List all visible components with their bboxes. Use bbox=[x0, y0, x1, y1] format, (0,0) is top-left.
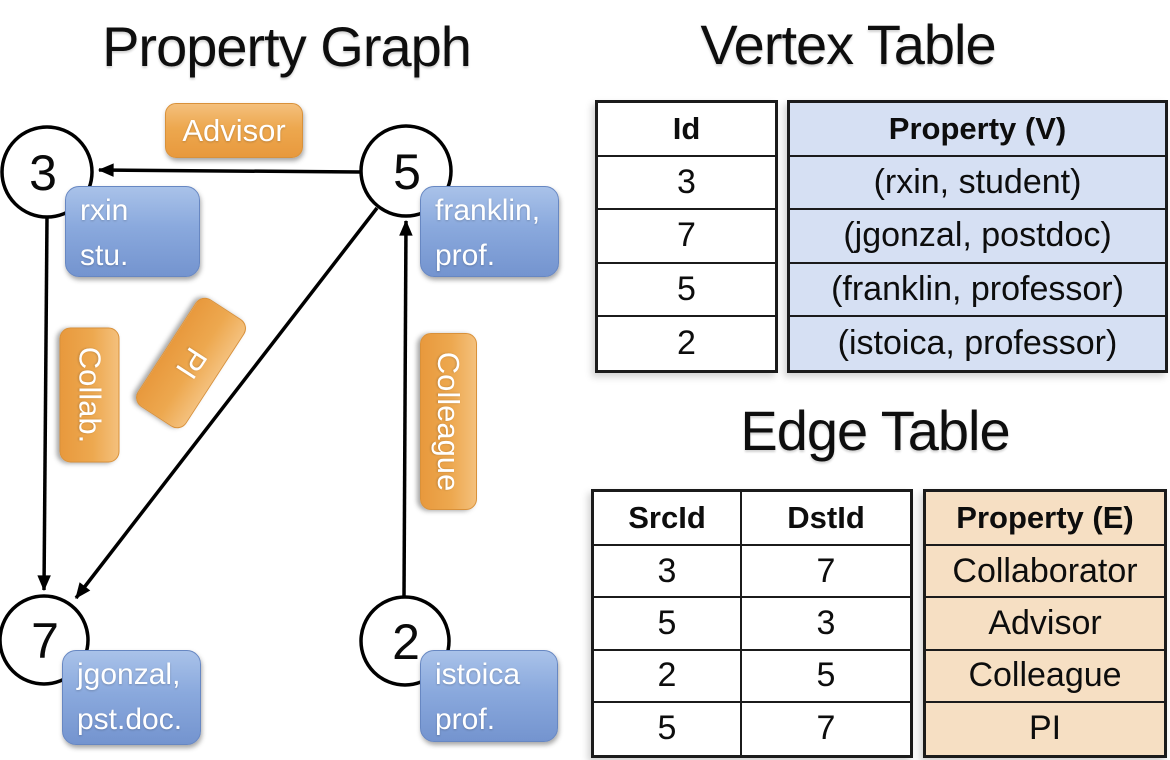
vertex-id-2: 2 bbox=[392, 614, 420, 670]
vertex-property-line: pst.doc. bbox=[77, 703, 183, 736]
vertex-table-cell-id: 7 bbox=[598, 210, 775, 264]
edge-table-cell-property: Colleague bbox=[926, 650, 1164, 703]
edge-table-id-columns: SrcId DstId 3 7 5 3 2 5 5 7 bbox=[591, 489, 913, 758]
edge-table-cell-property: Advisor bbox=[926, 598, 1164, 651]
edge-line-colleague bbox=[399, 219, 413, 598]
edge-table-cell-src: 3 bbox=[594, 546, 742, 599]
edge-table-header-src: SrcId bbox=[594, 492, 742, 546]
property-graph-title: Property Graph bbox=[102, 15, 472, 78]
vertex-table-cell-id: 2 bbox=[677, 323, 696, 362]
vertex-table-cell-property: (rxin, student) bbox=[790, 157, 1165, 211]
edge-table-cell-dst: 5 bbox=[742, 651, 910, 703]
vertex-table-cell-property: (franklin, professor) bbox=[790, 263, 1165, 317]
vertex-property-line: jgonzal, bbox=[77, 658, 181, 691]
edge-line-collaborator bbox=[37, 216, 51, 592]
vertex-property-line: franklin, bbox=[435, 194, 541, 227]
vertex-table-header-id: Id bbox=[598, 103, 775, 157]
vertex-property-line: prof. bbox=[435, 703, 496, 736]
vertex-property-line: rxin bbox=[80, 194, 129, 227]
edge-table-header-dst: DstId bbox=[742, 492, 910, 546]
edge-label-collab: Collab. bbox=[59, 327, 120, 463]
vertex-property-box-2: istoica prof. bbox=[420, 650, 558, 742]
edge-line-advisor bbox=[97, 163, 362, 177]
vertex-property-box-5: franklin, prof. bbox=[420, 186, 559, 277]
vertex-id-3: 3 bbox=[29, 145, 57, 201]
edge-table-cell-dst: 3 bbox=[742, 598, 910, 651]
vertex-table-header-property: Property (V) bbox=[790, 103, 1165, 157]
vertex-property-box-7: jgonzal, pst.doc. bbox=[62, 650, 201, 745]
edge-line-pi bbox=[74, 206, 379, 600]
edge-table-cell-src: 5 bbox=[594, 702, 742, 755]
vertex-property-line: istoica bbox=[435, 658, 521, 691]
vertex-property-line: stu. bbox=[80, 239, 129, 272]
edge-table-title: Edge Table bbox=[740, 399, 1010, 462]
edge-table-cell-property: PI bbox=[926, 702, 1164, 755]
edge-table-header-property: Property (E) bbox=[926, 492, 1164, 546]
edge-table-cell-src: 2 bbox=[594, 650, 742, 703]
edge-table-cell-src: 5 bbox=[594, 598, 742, 651]
edge-table-property-column: Property (E) Collaborator Advisor Collea… bbox=[923, 489, 1167, 758]
vertex-table-cell-property: (istoica, professor) bbox=[790, 316, 1165, 370]
vertex-table-cell-property: (jgonzal, postdoc) bbox=[790, 210, 1165, 264]
vertex-id-7: 7 bbox=[31, 613, 59, 669]
edge-table-cell-dst: 7 bbox=[742, 546, 910, 599]
vertex-table-cell-id: 3 bbox=[598, 157, 775, 211]
vertex-table-id-column: Id 3 7 5 2 bbox=[595, 100, 778, 373]
vertex-table-title: Vertex Table bbox=[700, 13, 996, 76]
vertex-table-cell-id: 5 bbox=[598, 264, 775, 317]
edge-label-colleague: Colleague bbox=[420, 333, 477, 510]
vertex-id-5: 5 bbox=[393, 144, 421, 200]
edge-table-cell-dst: 7 bbox=[816, 709, 836, 748]
vertex-property-box-3: rxin stu. bbox=[65, 186, 200, 277]
vertex-property-line: prof. bbox=[435, 239, 496, 272]
vertex-table-property-column: Property (V) (rxin, student) (jgonzal, p… bbox=[787, 100, 1168, 373]
edge-label-advisor: Advisor bbox=[165, 103, 303, 158]
edge-table-cell-property: Collaborator bbox=[926, 546, 1164, 599]
